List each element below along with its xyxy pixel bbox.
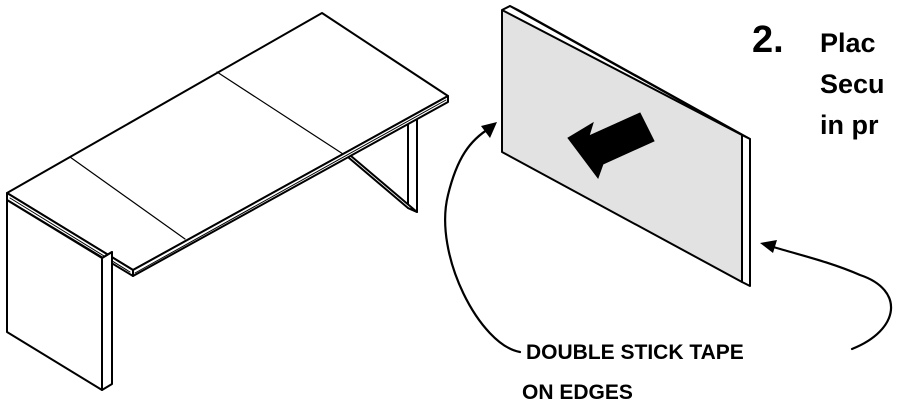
- desk-top: [6, 12, 449, 271]
- callout-arrow-left-curve: [444, 126, 522, 354]
- step-text-line-2: Secu: [820, 69, 885, 99]
- desk-front-leg: [6, 199, 113, 391]
- desk-illustration: [6, 12, 449, 391]
- callout-line-2: ON EDGES: [522, 381, 633, 404]
- desk-seam-2: [216, 71, 344, 155]
- desk-seam-1: [69, 156, 186, 240]
- step-number: 2.: [752, 19, 784, 61]
- step-text-line-3: in pr: [820, 110, 879, 140]
- arrow-down-left-icon: [567, 112, 655, 180]
- callout-arrows: [444, 126, 892, 354]
- step-text-line-1: Plac: [820, 28, 876, 58]
- arrowhead-right-icon: [760, 240, 777, 253]
- callout-line-1: DOUBLE STICK TAPE: [526, 341, 744, 364]
- arrowhead-left-icon: [481, 122, 497, 138]
- callout-arrow-right-curve: [768, 244, 892, 351]
